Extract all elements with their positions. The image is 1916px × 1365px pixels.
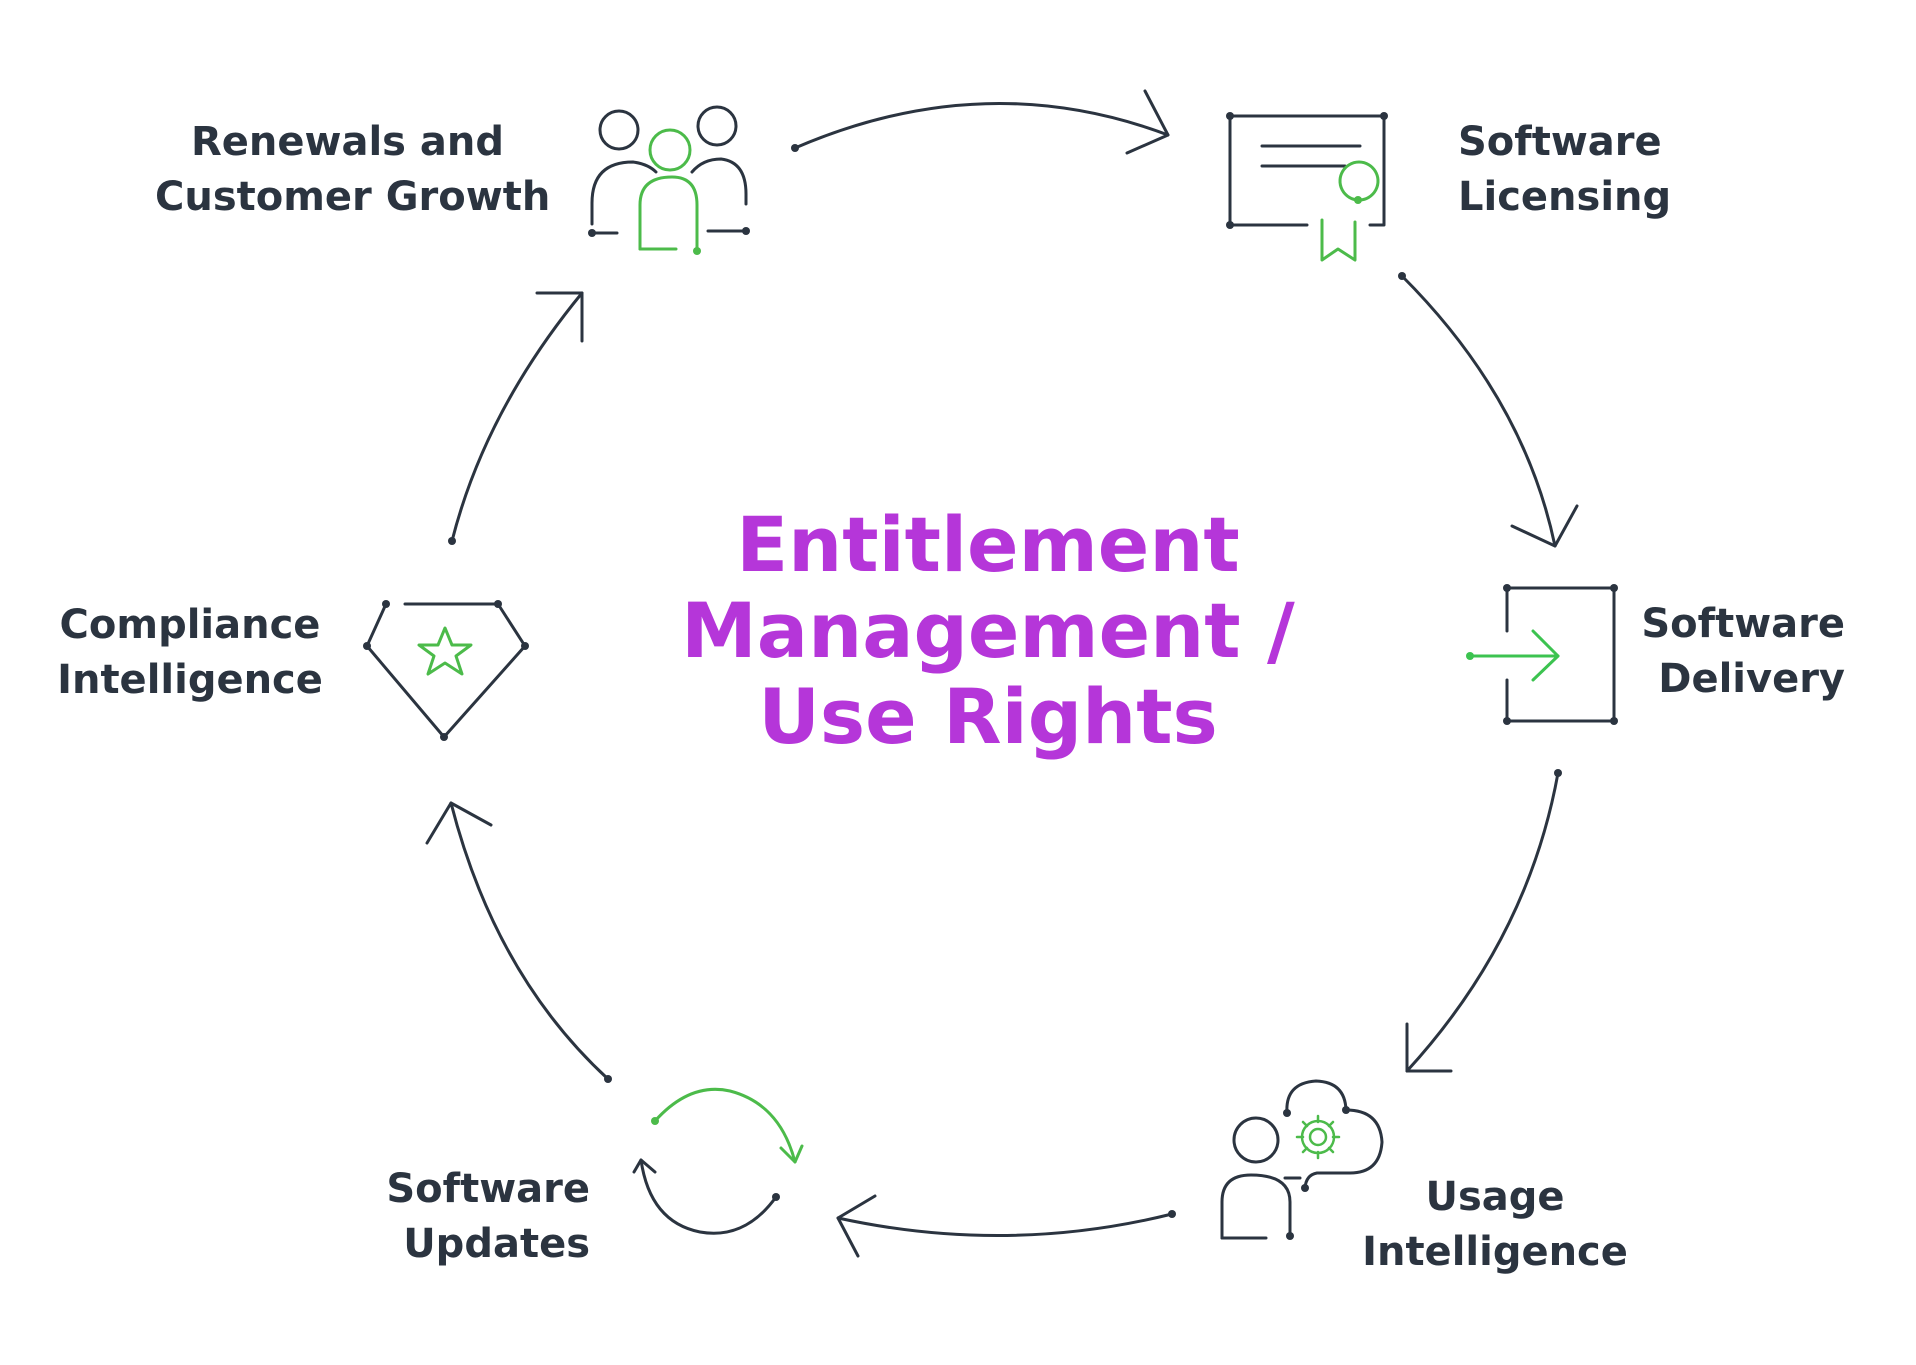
label-software-updates: Software Updates — [380, 1162, 590, 1272]
center-title-line-3: Use Rights — [758, 672, 1218, 761]
label-software-licensing: Software Licensing — [1458, 115, 1671, 225]
center-title: Entitlement Management / Use Rights — [658, 502, 1318, 760]
arrow-delivery-to-usage — [1405, 769, 1562, 1073]
label-line: Software — [1458, 119, 1662, 165]
label-usage-intelligence: Usage Intelligence — [1350, 1170, 1640, 1280]
arrow-compliance-to-renewals — [448, 291, 584, 545]
arrow-usage-to-updates — [836, 1194, 1176, 1258]
people-group-icon — [588, 105, 750, 255]
label-line: Customer Growth — [155, 174, 551, 220]
label-compliance-intelligence: Compliance Intelligence — [50, 598, 330, 708]
arrow-updates-to-compliance — [425, 801, 612, 1083]
refresh-icon — [632, 1087, 804, 1235]
center-title-line-1: Entitlement — [736, 500, 1240, 589]
label-line: Compliance — [59, 602, 321, 648]
delivery-icon — [1466, 584, 1618, 725]
label-line: Software — [386, 1166, 590, 1212]
arrow-licensing-to-delivery — [1398, 272, 1579, 548]
label-renewals-customer-growth: Renewals and Customer Growth — [155, 115, 551, 225]
label-line: Usage — [1425, 1174, 1565, 1220]
label-line: Software — [1641, 601, 1845, 647]
user-cloud-gear-icon — [1220, 1079, 1384, 1240]
label-software-delivery: Software Delivery — [1585, 597, 1845, 707]
label-line: Intelligence — [1362, 1229, 1628, 1275]
label-line: Updates — [403, 1221, 590, 1267]
shield-star-icon — [363, 600, 529, 741]
label-line: Licensing — [1458, 174, 1672, 220]
certificate-icon — [1226, 112, 1388, 262]
label-line: Renewals and — [190, 119, 505, 165]
center-title-line-2: Management / — [681, 586, 1295, 675]
arrow-renewals-to-licensing — [791, 89, 1170, 155]
label-line: Delivery — [1658, 656, 1845, 702]
label-line: Intelligence — [57, 657, 323, 703]
